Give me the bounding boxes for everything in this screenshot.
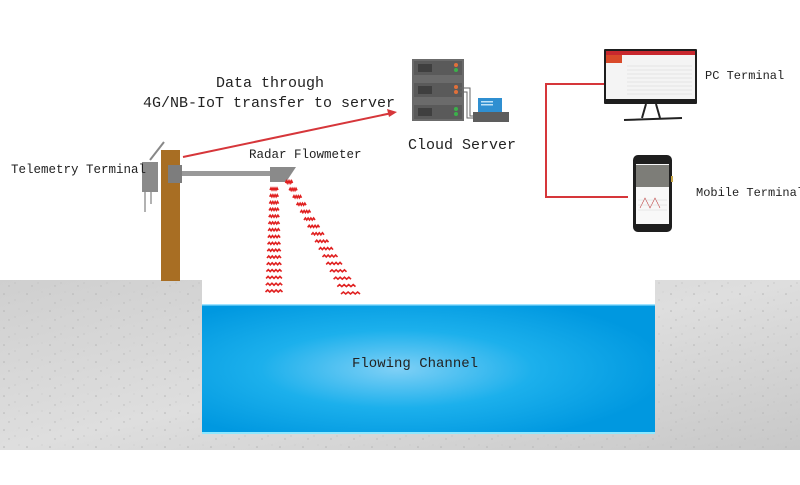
telemetry-terminal-device [142,141,182,212]
radar-wave-segment [267,220,281,226]
radar-wave-segment [329,268,348,273]
data-transfer-label-line2: 4G/NB-IoT transfer to server [143,95,396,112]
radar-wave-segment [268,199,280,206]
radar-wave-segment [268,206,280,212]
server-to-terminals-link [545,83,628,198]
radar-wave-segment [267,227,281,233]
radar-wave-segment [269,186,279,192]
telemetry-terminal-label: Telemetry Terminal [11,163,147,177]
flowing-channel-label: Flowing Channel [352,356,479,372]
mobile-terminal-icon [633,155,673,232]
radar-wave-segment [268,193,280,199]
mobile-terminal-label: Mobile Terminal [696,186,800,200]
flowing-channel [202,304,655,434]
radar-wave-segment [340,290,361,296]
radar-wave-segment [325,261,343,266]
radar-wave-segment [299,209,312,215]
radar-wave-segment [292,194,303,200]
radar-wave-segment [266,254,282,260]
radar-sensor-icon [270,167,296,182]
radar-wave-segment [265,268,283,273]
radar-wave-segment [321,253,339,259]
radar-wave-segment [266,247,282,253]
cloud-server-icon [412,59,509,122]
radar-wave-segment [318,246,334,251]
radar-waves [264,179,361,296]
radar-wave-segment [284,179,294,185]
radar-wave-segment [267,234,281,239]
radar-wave-segment [268,213,280,219]
radar-wave-segment [336,283,357,288]
radar-wave-segment [266,241,282,246]
radar-wave-segment [333,276,352,281]
pc-terminal-label: PC Terminal [705,69,785,83]
radar-wave-segment [288,186,298,193]
radar-wave-segment [295,201,307,207]
radar-wave-segment [303,216,316,222]
radar-flowmeter-label: Radar Flowmeter [249,148,362,162]
radar-wave-segment [265,275,283,280]
cloud-server-label: Cloud Server [408,137,517,154]
radar-wave-segment [265,282,283,287]
data-link-arrow [182,109,397,158]
bracket-arm [182,171,274,176]
radar-wave-segment [264,288,284,294]
radar-wave-segment [314,238,330,244]
radar-wave-segment [310,231,325,237]
radar-wave-segment [266,261,282,266]
data-transfer-label-line1: Data through [216,75,325,92]
radar-wave-segment [307,224,321,229]
pc-terminal-icon [604,49,697,121]
